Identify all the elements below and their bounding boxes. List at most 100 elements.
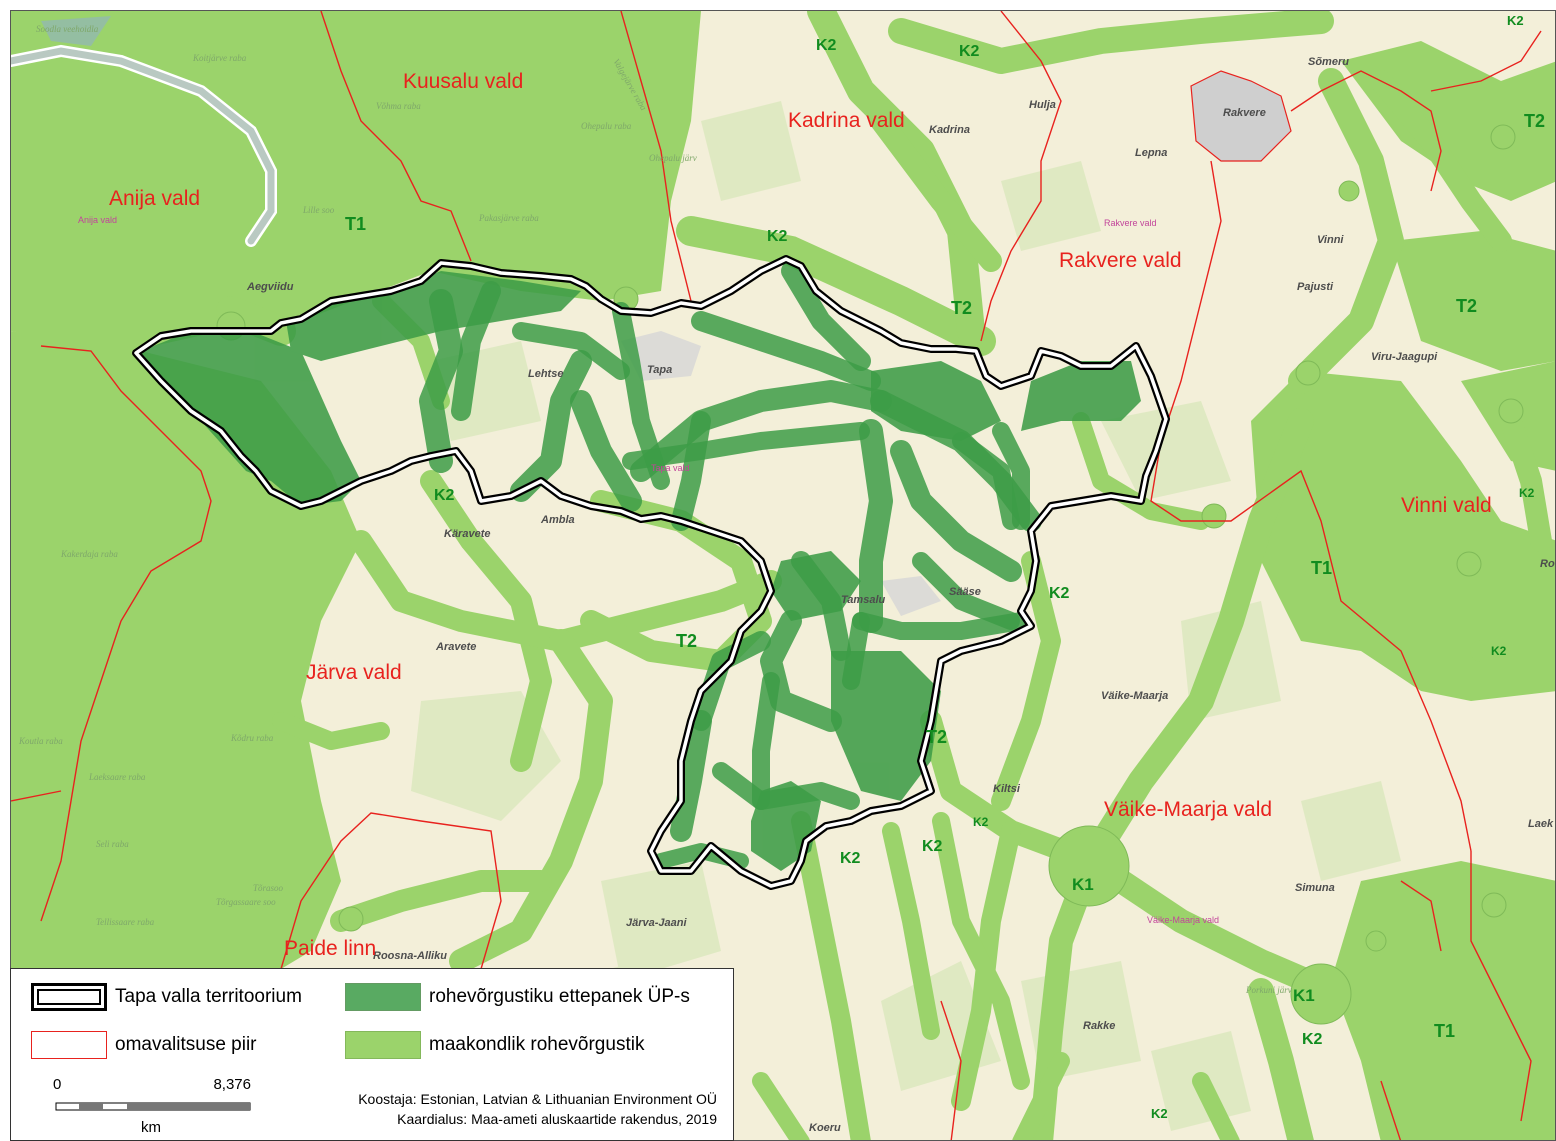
bog-label: Kõdru raba <box>230 733 274 743</box>
legend-label: rohevõrgustiku ettepanek ÜP-s <box>429 986 690 1007</box>
municipality-label-kadrina: Kadrina vald <box>788 109 905 132</box>
network-code-label: K2 <box>1519 486 1535 500</box>
network-code-label: K2 <box>816 37 837 54</box>
scale-unit-label: km <box>141 1119 161 1135</box>
bog-label: Porkuni järv <box>1245 985 1292 995</box>
small-municipality-label: Väike-Maarja vald <box>1147 915 1219 925</box>
place-label: Kiltsi <box>993 783 1021 795</box>
legend-label: Tapa valla territoorium <box>115 986 302 1007</box>
credits-source: Kaardialus: Maa-ameti aluskaartide raken… <box>397 1111 717 1127</box>
water-features <box>11 16 277 247</box>
legend-item-territory: Tapa valla territoorium <box>31 983 302 1011</box>
network-code-labels: T1 T1 T1 T2 T2 T2 T2 T2 K1 K1 K2 K2 K2 K… <box>345 13 1545 1121</box>
scale-end-label: 8,376 <box>213 1076 251 1093</box>
small-municipality-label: Rakvere vald <box>1104 218 1157 228</box>
small-municipality-label: Anija vald <box>78 215 117 225</box>
network-code-label: T2 <box>951 298 972 318</box>
legend-item-proposal: rohevõrgustiku ettepanek ÜP-s <box>345 983 690 1011</box>
municipality-label-vaike-maarja: Väike-Maarja vald <box>1104 798 1272 821</box>
place-label: Sääse <box>949 586 981 598</box>
municipality-label-paide: Paide linn <box>284 937 376 960</box>
place-label: Koeru <box>809 1122 841 1134</box>
bog-label: Võhma raba <box>376 101 421 111</box>
credits-author: Koostaja: Estonian, Latvian & Lithuanian… <box>358 1091 717 1107</box>
legend-label: maakondlik rohevõrgustik <box>429 1034 645 1055</box>
county-green-network <box>11 11 1555 1140</box>
network-code-label: T1 <box>345 214 366 234</box>
place-label: Tamsalu <box>841 594 886 606</box>
rakvere-town <box>1190 70 1292 162</box>
place-label: Aravete <box>435 641 476 653</box>
network-nodes <box>216 124 1524 1025</box>
bog-label: Laeksaare raba <box>88 772 146 782</box>
place-label: Aegviidu <box>246 281 294 293</box>
network-code-label: T1 <box>1311 558 1332 578</box>
bog-label: Soodla veehoidla <box>36 24 99 34</box>
network-code-label: K2 <box>1049 585 1070 602</box>
network-code-label: T2 <box>1456 296 1477 316</box>
network-code-label: K2 <box>959 43 980 60</box>
small-municipality-labels: Anija vald Rakvere vald Tapa vald Väike-… <box>78 215 1219 925</box>
network-code-label: T2 <box>676 631 697 651</box>
map-credits: Koostaja: Estonian, Latvian & Lithuanian… <box>358 1089 717 1129</box>
scale-start-label: 0 <box>53 1076 61 1093</box>
map-legend: Tapa valla territoorium omavalitsuse pii… <box>10 968 734 1141</box>
map-frame[interactable]: Soodla veehoidla Koitjärve raba Valgejär… <box>10 10 1556 1141</box>
place-labels: Aegviidu Tapa Lehtse Ambla Käravete Tams… <box>246 56 1555 1134</box>
place-label: Sõmeru <box>1308 56 1349 68</box>
place-label: Väike-Maarja <box>1101 690 1168 702</box>
municipality-label-vinni: Vinni vald <box>1401 494 1492 517</box>
bog-label: Seli raba <box>96 839 129 849</box>
map-canvas[interactable]: Soodla veehoidla Koitjärve raba Valgejär… <box>11 11 1556 1141</box>
network-code-label: T2 <box>926 727 947 747</box>
place-label: Kadrina <box>929 124 970 136</box>
place-label: Rakke <box>1083 1020 1115 1032</box>
place-label: Lehtse <box>528 368 563 380</box>
legend-symbol-territory <box>31 983 107 1011</box>
place-label: Tapa <box>647 364 672 376</box>
place-label: Lepna <box>1135 147 1167 159</box>
bog-label: Tõrgassaare soo <box>216 897 276 907</box>
municipality-label-anija: Anija vald <box>109 187 200 210</box>
bog-label: Koutla raba <box>18 736 63 746</box>
network-code-label: T1 <box>1434 1021 1455 1041</box>
place-label: Ro <box>1540 558 1555 570</box>
network-code-label: K1 <box>1072 875 1094 894</box>
network-code-label: K2 <box>434 487 455 504</box>
tapa-territory-inner <box>134 257 1168 888</box>
network-code-label: T2 <box>1524 111 1545 131</box>
bog-label: Ohepalu raba <box>581 121 632 131</box>
municipality-label-jarva: Järva vald <box>306 661 402 684</box>
network-code-label: K2 <box>1507 13 1524 28</box>
tamsalu-town <box>881 576 941 616</box>
place-label: Simuna <box>1295 882 1335 894</box>
legend-symbol-proposal <box>345 983 421 1011</box>
small-municipality-label: Tapa vald <box>651 463 690 473</box>
bog-labels: Soodla veehoidla Koitjärve raba Valgejär… <box>18 24 1292 995</box>
legend-item-boundary: omavalitsuse piir <box>31 1031 257 1059</box>
legend-symbol-county <box>345 1031 421 1059</box>
place-label: Rakvere <box>1223 107 1266 119</box>
place-label: Roosna-Alliku <box>373 950 447 962</box>
bog-label: Ohepalu järv <box>649 153 697 163</box>
place-label: Vinni <box>1317 234 1344 246</box>
legend-label: omavalitsuse piir <box>115 1034 257 1055</box>
network-code-label: K2 <box>767 228 788 245</box>
county-corridors <box>216 11 1555 1140</box>
municipality-label-kuusalu: Kuusalu vald <box>403 70 523 93</box>
network-code-label: K1 <box>1293 986 1315 1005</box>
municipality-label-rakvere-vald: Rakvere vald <box>1059 249 1182 272</box>
place-label: Pajusti <box>1297 281 1334 293</box>
municipality-labels: Kuusalu vald Anija vald Kadrina vald Rak… <box>109 70 1492 960</box>
network-code-label: K2 <box>973 815 989 829</box>
bog-label: Kakerdaja raba <box>60 549 118 559</box>
scale-bar: 0 8,376 km <box>53 1076 251 1135</box>
bog-label: Lille soo <box>302 205 335 215</box>
network-code-label: K2 <box>1491 644 1507 658</box>
place-label: Käravete <box>444 528 490 540</box>
place-label: Järva-Jaani <box>626 917 687 929</box>
place-label: Viru-Jaagupi <box>1371 351 1438 363</box>
proposed-corridors <box>419 261 1042 869</box>
bog-label: Tellissaare raba <box>96 917 155 927</box>
place-label: Hulja <box>1029 99 1056 111</box>
